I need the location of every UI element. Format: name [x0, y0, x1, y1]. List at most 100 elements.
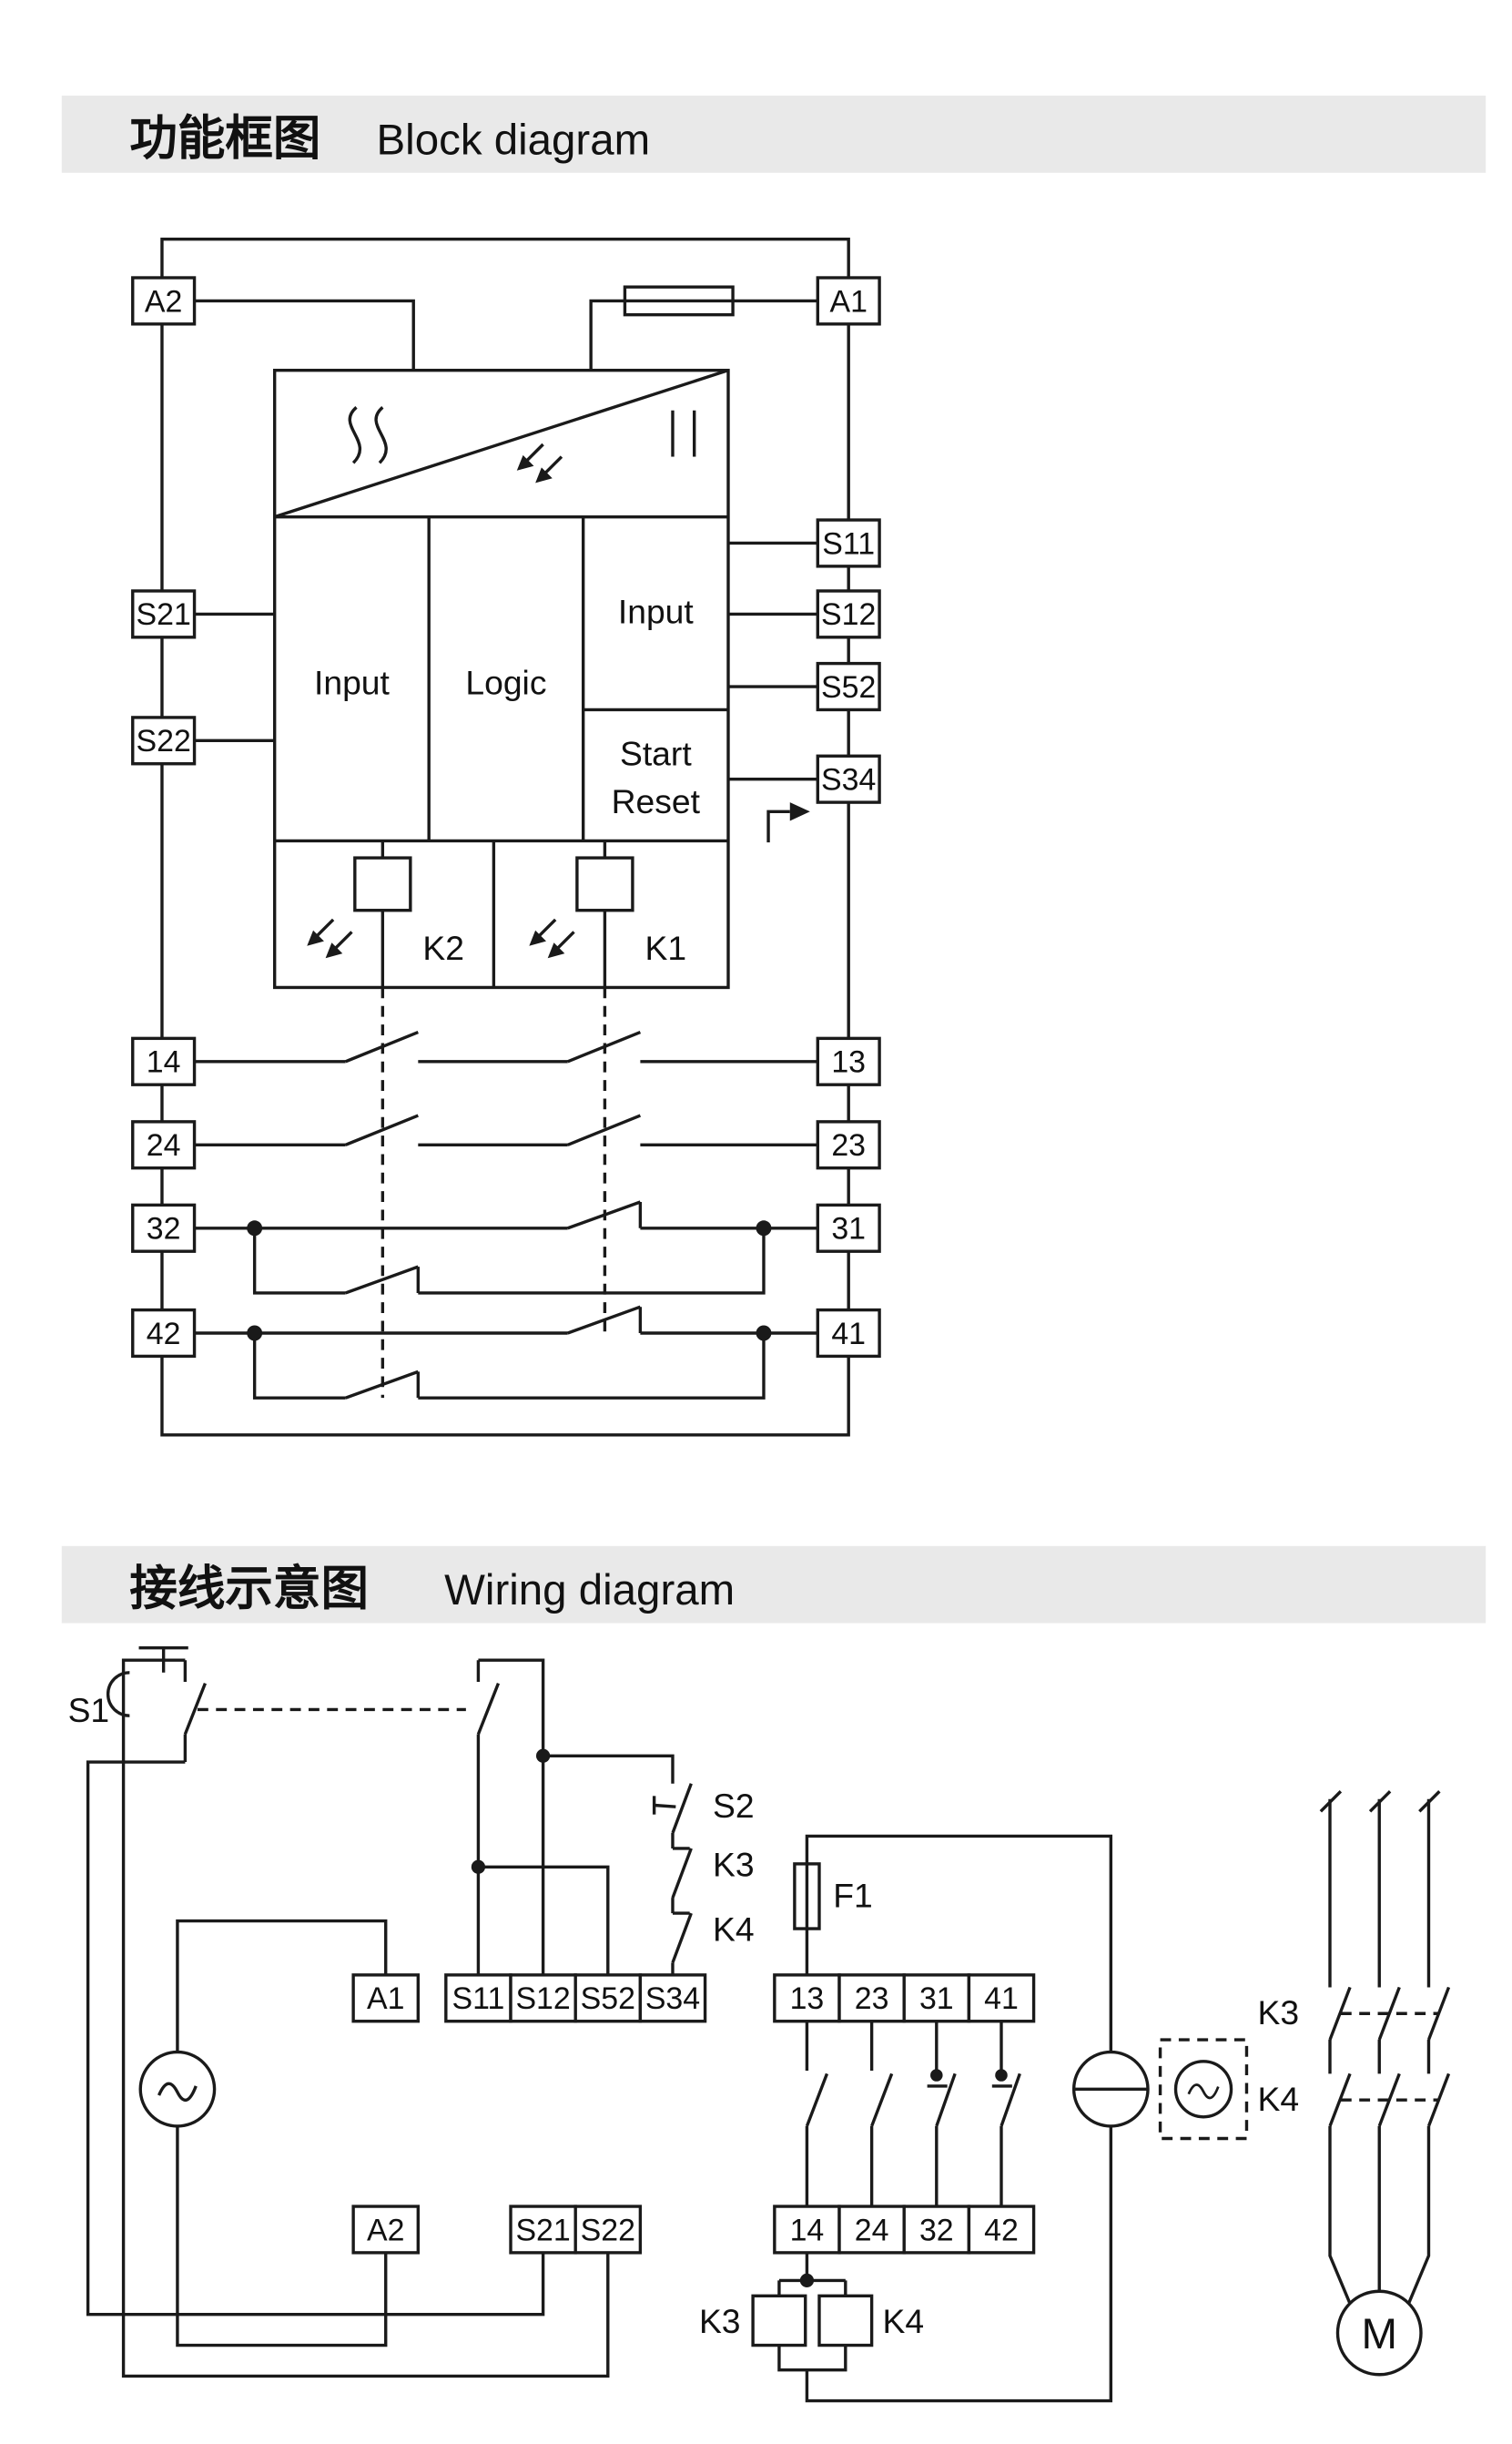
wiring-terminal-A2: A2	[351, 2205, 421, 2255]
wiring-terminal-S34: S34	[638, 1973, 707, 2023]
guided-contact-arrows-icon	[527, 918, 576, 960]
wiring-terminal-S12: S12	[509, 1973, 577, 2023]
terminal-24: 24	[131, 1120, 197, 1170]
s12-wire	[478, 1658, 545, 1975]
dc-bars-icon	[671, 410, 696, 457]
reset-label: Reset	[612, 782, 701, 820]
svg-text:23: 23	[831, 1128, 866, 1163]
estop-contact-1	[183, 1660, 207, 1763]
k3-contactor-label: K3	[1258, 1993, 1300, 2032]
ac-source-symbol	[138, 2050, 217, 2128]
wiring-terminal-S11: S11	[444, 1973, 512, 2023]
svg-text:A2: A2	[145, 284, 182, 319]
k2-label: K2	[422, 929, 464, 967]
svg-text:31: 31	[831, 1212, 866, 1247]
terminal-S52: S52	[816, 661, 881, 712]
isolation-arrows-icon	[515, 443, 563, 485]
contact-rows	[194, 1031, 818, 1400]
svg-text:24: 24	[147, 1128, 181, 1163]
start-branch: S2 K3 K4	[543, 1754, 755, 1975]
contact-row-14-13	[194, 1031, 818, 1064]
block-title-en: Block diagram	[377, 116, 651, 164]
wiring-terminal-24: 24	[837, 2205, 906, 2255]
optional-ac-box	[1158, 2038, 1249, 2141]
svg-text:A1: A1	[829, 284, 867, 319]
svg-text:S21: S21	[515, 2213, 570, 2247]
terminal-S12: S12	[816, 589, 881, 639]
output-supply: F1	[793, 1834, 1249, 2403]
manual-start-arrow-icon	[766, 802, 810, 843]
contact-row-32-31-loop	[252, 1227, 766, 1295]
input-supply	[138, 1919, 388, 2347]
contact-row-32-31	[194, 1200, 818, 1230]
s1-label: S1	[68, 1691, 110, 1729]
s22-loop	[121, 1658, 610, 2378]
motor-symbol	[1335, 2289, 1423, 2377]
wiring-terminal-S21: S21	[509, 2205, 577, 2255]
module-outline	[160, 237, 850, 1437]
input2-label: Input	[618, 593, 695, 631]
wiring-terminal-32: 32	[902, 2205, 971, 2255]
terminal-42: 42	[131, 1308, 197, 1359]
wiring-diagram: S1 S2	[68, 1645, 1451, 2403]
svg-text:42: 42	[984, 2213, 1019, 2247]
svg-text:23: 23	[855, 1981, 889, 2016]
input1-label: Input	[314, 664, 391, 702]
wiring-terminal-A1: A1	[351, 1973, 421, 2023]
wiring-title-en: Wiring diagram	[444, 1566, 735, 1614]
terminal-31: 31	[816, 1203, 881, 1253]
svg-text:13: 13	[831, 1045, 866, 1080]
svg-text:24: 24	[855, 2213, 889, 2247]
logic-label: Logic	[465, 664, 546, 702]
output-contacts	[805, 2021, 1021, 2207]
feedback-contact-k3-symbol: K3	[671, 1845, 755, 1914]
optional-ac-source-symbol	[1173, 2060, 1233, 2119]
s52-jumper	[478, 1865, 610, 1975]
svg-text:41: 41	[984, 1981, 1019, 2016]
terminal-41: 41	[816, 1308, 881, 1359]
coil-k2-symbol	[353, 856, 412, 912]
linkage-lines	[381, 987, 607, 1399]
svg-text:14: 14	[147, 1045, 181, 1080]
s21-loop	[86, 1760, 545, 2317]
svg-text:S12: S12	[821, 597, 876, 632]
block-diagram: Input Logic Input Start Reset K2 K1	[131, 237, 881, 1437]
coil-k1-symbol	[575, 856, 634, 912]
terminal-23: 23	[816, 1120, 881, 1170]
svg-text:42: 42	[147, 1317, 181, 1351]
ac-tilde-icon	[1187, 2083, 1220, 2100]
relay-coil-k1: K1	[527, 840, 686, 988]
wiring-terminal-41: 41	[967, 1973, 1036, 2023]
fuse-symbol	[623, 285, 735, 317]
coil-k3-symbol	[751, 2294, 807, 2347]
svg-text:32: 32	[147, 1212, 181, 1247]
svg-text:S34: S34	[645, 1981, 700, 2016]
estop-cap-arc	[107, 1671, 130, 1717]
contact-31-32	[927, 2021, 957, 2207]
section-header-block: 功能框图 Block diagram	[61, 96, 1487, 173]
header-bar	[61, 1545, 1487, 1624]
svg-text:32: 32	[919, 2213, 954, 2247]
channel-wires	[86, 1658, 610, 2378]
wiring-terminal-31: 31	[902, 1973, 971, 2023]
svg-text:A1: A1	[367, 1981, 404, 2016]
terminal-S11: S11	[816, 518, 881, 568]
f1-label: F1	[833, 1876, 873, 1914]
svg-text:S21: S21	[137, 597, 191, 632]
wiring-terminal-13: 13	[773, 1973, 841, 2023]
svg-text:S34: S34	[821, 763, 876, 798]
terminal-S21: S21	[131, 589, 197, 639]
feedback-contact-k4-symbol: K4	[671, 1910, 755, 1975]
k4-contactor-label: K4	[1258, 2080, 1300, 2118]
contactor-k4-poles: K4	[1258, 2072, 1451, 2127]
start-label: Start	[620, 734, 692, 772]
svg-text:41: 41	[831, 1317, 866, 1351]
input-wires	[194, 541, 818, 843]
svg-text:13: 13	[790, 1981, 825, 2016]
relay-coil-k2: K2	[305, 840, 464, 988]
svg-text:31: 31	[919, 1981, 954, 2016]
terminal-14: 14	[131, 1036, 197, 1086]
wiring-terminal-42: 42	[967, 2205, 1036, 2255]
power-diagonal	[274, 369, 729, 519]
